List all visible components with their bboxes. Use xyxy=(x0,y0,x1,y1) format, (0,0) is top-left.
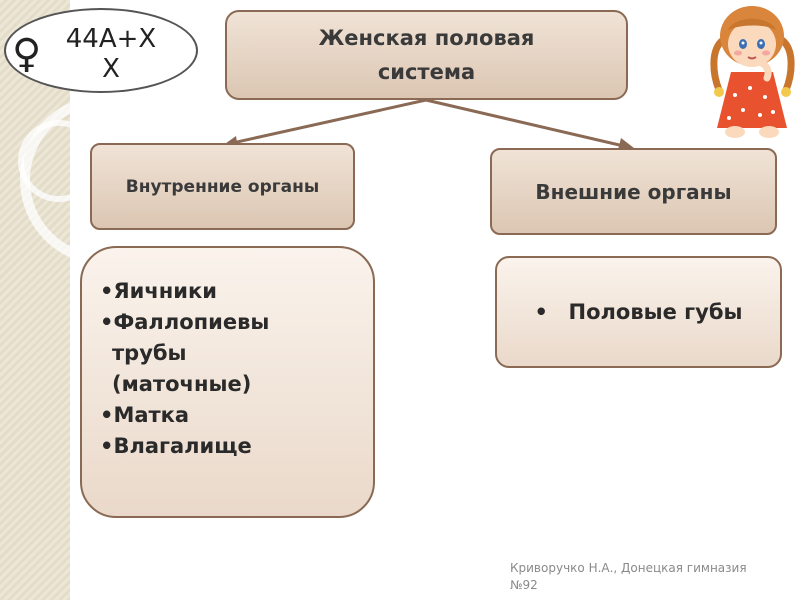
footer-line1: Криворучко Н.А., Донецкая гимназия xyxy=(510,560,750,577)
footer-line2: №92 xyxy=(510,577,750,594)
list-item-text: трубы xyxy=(100,341,187,365)
list-item-continuation: (маточные) xyxy=(100,369,373,400)
arrow-to-external xyxy=(426,100,628,147)
list-item-text: Влагалище xyxy=(113,434,251,458)
list-item: •Влагалище xyxy=(100,431,373,462)
arrow-to-internal xyxy=(228,100,426,144)
list-item: •Фаллопиевы xyxy=(100,307,373,338)
footer-credit: Криворучко Н.А., Донецкая гимназия №92 xyxy=(510,560,750,594)
list-item-text: Фаллопиевы xyxy=(113,310,269,334)
list-item: •Половые губы xyxy=(535,297,743,328)
internal-organs-list: •Яичники •Фаллопиевы трубы (маточные) •М… xyxy=(80,246,375,518)
list-item-text: Яичники xyxy=(113,279,217,303)
list-item: •Яичники xyxy=(100,276,373,307)
diagram-title: Женская половая система xyxy=(225,10,628,100)
external-organs-heading: Внешние органы xyxy=(490,148,777,235)
list-item-text: Матка xyxy=(113,403,189,427)
list-item-text: Половые губы xyxy=(569,300,743,324)
list-item-text: (маточные) xyxy=(100,372,251,396)
internal-organs-heading: Внутренние органы xyxy=(90,143,355,230)
doll-girl-icon xyxy=(705,0,800,145)
list-item: •Матка xyxy=(100,400,373,431)
external-organs-list: •Половые губы xyxy=(495,256,782,368)
list-item-continuation: трубы xyxy=(100,338,373,369)
